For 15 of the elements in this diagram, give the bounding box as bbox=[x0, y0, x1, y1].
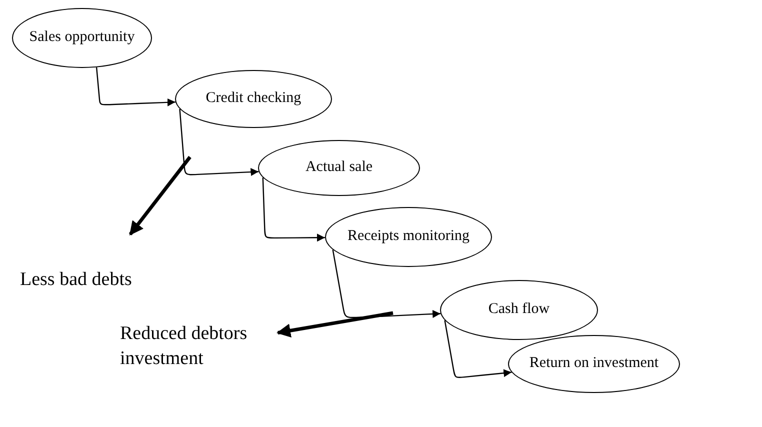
outcome-label: Less bad debts bbox=[20, 266, 170, 294]
curved-arrow bbox=[444, 320, 512, 378]
process-label: Cash flow bbox=[487, 300, 551, 320]
curved-arrow bbox=[262, 178, 326, 242]
curved-arrow bbox=[179, 108, 259, 176]
process-label: Receipts monitoring bbox=[346, 227, 471, 246]
thick-arrow bbox=[276, 311, 394, 338]
thick-arrow bbox=[128, 156, 192, 236]
process-label: Sales opportunity bbox=[28, 28, 136, 48]
process-label: Credit checking bbox=[204, 89, 302, 108]
process-label: Actual sale bbox=[304, 158, 374, 178]
curved-arrow bbox=[332, 250, 441, 318]
curved-arrow bbox=[96, 67, 176, 106]
process-label: Return on investment bbox=[528, 354, 660, 374]
outcome-label: Reduced debtors investment bbox=[120, 321, 270, 373]
